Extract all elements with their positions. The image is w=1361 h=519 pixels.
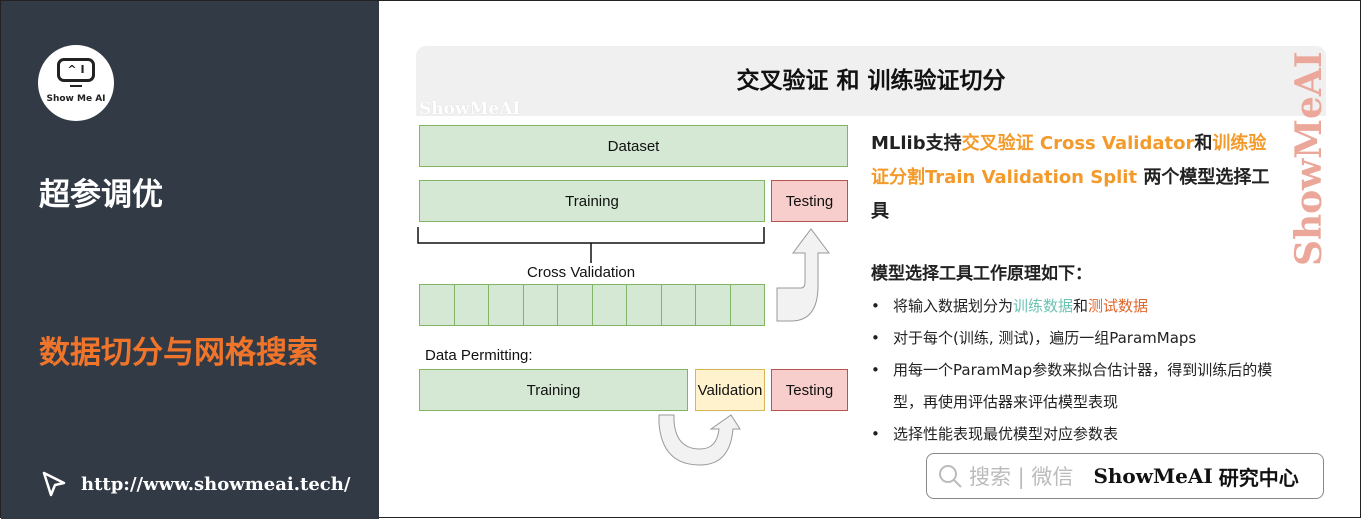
list-item: 对于每个(训练, 测试)，遍历一组ParamMaps <box>871 322 1276 354</box>
content-text: MLlib支持交叉验证 Cross Validator和训练验证分割Train … <box>871 127 1276 450</box>
list-item: 用每一个ParamMap参数来拟合估计器，得到训练后的模型，再使用评估器来评估模… <box>871 354 1276 418</box>
testing-box-2: Testing <box>771 369 848 411</box>
list-item: 将输入数据划分为训练数据和测试数据 <box>871 290 1276 322</box>
list-item: 选择性能表现最优模型对应参数表 <box>871 418 1276 450</box>
monitor-icon: ^ I <box>57 58 95 82</box>
sidebar: ^ I Show Me AI 超参调优 数据切分与网格搜索 http://www… <box>1 1 379 519</box>
section-heading: 模型选择工具工作原理如下： <box>871 264 1092 284</box>
cross-validation-label: Cross Validation <box>527 264 636 281</box>
sidebar-title: 超参调优 <box>39 177 163 213</box>
bracket <box>417 227 765 263</box>
slide-title: 交叉验证 和 训练验证切分 <box>416 46 1326 116</box>
sidebar-subtitle: 数据切分与网格搜索 <box>39 335 318 371</box>
intro-paragraph: MLlib支持交叉验证 Cross Validator和训练验证分割Train … <box>871 133 1270 222</box>
cv-folds <box>419 284 765 326</box>
bullet-list: 将输入数据划分为训练数据和测试数据 对于每个(训练, 测试)，遍历一组Param… <box>871 290 1276 450</box>
up-arrow-icon <box>776 228 830 322</box>
training-box: Training <box>419 180 765 222</box>
loop-arrow-icon <box>658 414 741 466</box>
training-box-2: Training <box>419 369 688 411</box>
search-icon <box>939 465 962 488</box>
website-link[interactable]: http://www.showmeai.tech/ <box>39 469 350 499</box>
watermark: ShowMeAI <box>419 99 521 119</box>
testing-box: Testing <box>771 180 848 222</box>
vertical-watermark: ShowMeAI <box>1288 51 1330 267</box>
wechat-search-badge: 搜索 | 微信 ShowMeAI 研究中心 <box>926 453 1324 499</box>
showmeai-logo: ^ I Show Me AI <box>38 45 114 121</box>
validation-box: Validation <box>695 369 765 411</box>
dataset-box: Dataset <box>419 125 848 167</box>
cursor-icon <box>42 471 66 497</box>
data-permitting-label: Data Permitting: <box>425 347 533 364</box>
